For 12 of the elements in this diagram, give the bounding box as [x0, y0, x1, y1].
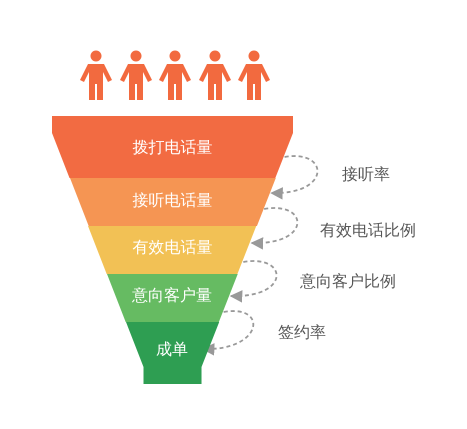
- dashed-arrow: [270, 155, 318, 199]
- band-label: 拨打电话量: [132, 138, 212, 158]
- dashed-arrow: [250, 207, 298, 249]
- band-label: 接听电话量: [132, 190, 212, 212]
- dashed-arrow: [230, 260, 278, 302]
- edge-label: 签约率: [278, 322, 326, 344]
- band-label: 有效电话量: [132, 238, 212, 258]
- band-label: 意向客户量: [132, 286, 212, 306]
- edge-label: 有效电话比例: [320, 220, 416, 242]
- edge-label: 意向客户比例: [300, 272, 396, 292]
- edge-label: 接听率: [342, 164, 390, 186]
- band-label: 成单: [156, 340, 188, 360]
